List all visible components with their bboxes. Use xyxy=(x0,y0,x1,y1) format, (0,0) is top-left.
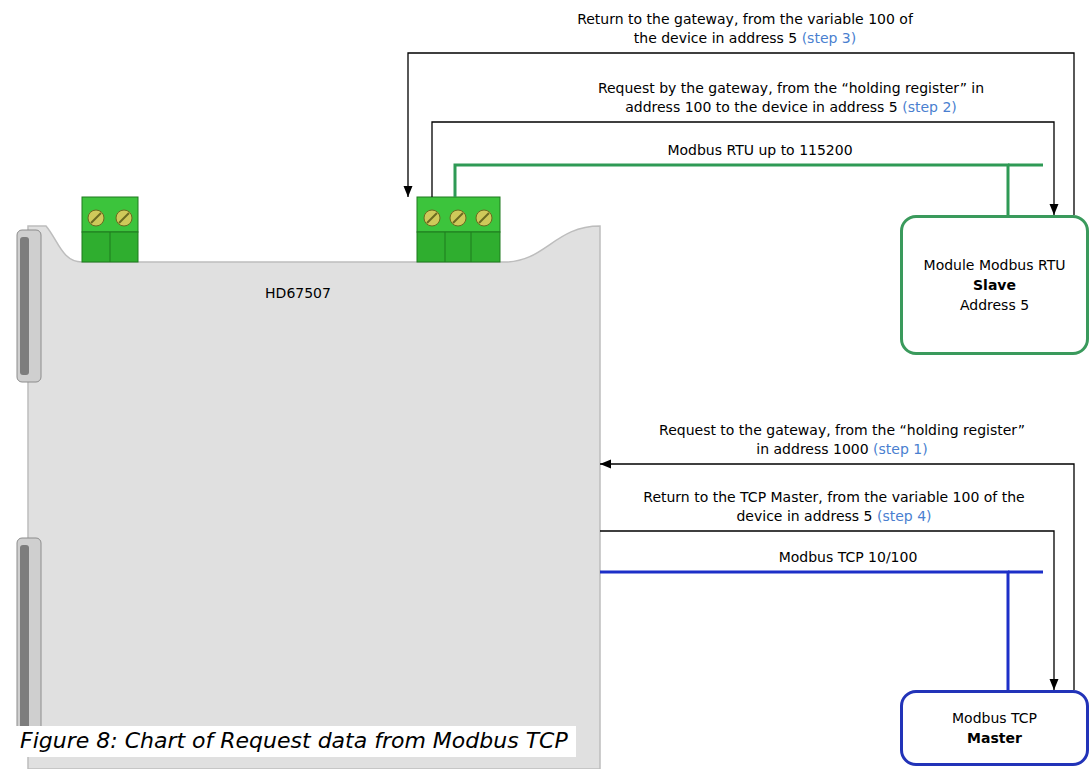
terminal-screw xyxy=(88,210,104,226)
node-text: Master xyxy=(952,728,1037,748)
node-text: Slave xyxy=(924,275,1066,295)
step-tag: (step 1) xyxy=(873,441,928,457)
rail-clip xyxy=(17,230,41,382)
rail-clip xyxy=(17,538,41,742)
screw-slot xyxy=(427,213,437,223)
step-arrow xyxy=(432,122,1054,215)
gateway-housing: HD67507 xyxy=(15,197,600,769)
step-arrow xyxy=(408,53,1074,215)
label-part: Return to the TCP Master, from the varia… xyxy=(643,489,1024,525)
edge-label: Return to the TCP Master, from the varia… xyxy=(617,488,1052,527)
text-group: Modbus TCPMaster xyxy=(952,708,1037,749)
figure-caption: Figure 8: Chart of Request data from Mod… xyxy=(12,726,576,757)
step-arrow xyxy=(600,464,1074,690)
terminal-separator xyxy=(471,232,472,262)
step-tag: (step 4) xyxy=(877,508,932,524)
terminal-block xyxy=(417,197,500,262)
edge-label: Modbus RTU up to 115200 xyxy=(664,141,855,161)
bus-stub xyxy=(1008,164,1043,167)
master-box: Modbus TCPMaster xyxy=(900,690,1089,766)
terminal-base xyxy=(417,232,500,262)
terminal-screw xyxy=(116,210,132,226)
terminal-header xyxy=(417,197,500,232)
edge-label: Modbus TCP 10/100 xyxy=(776,548,921,568)
screw-slot xyxy=(119,213,129,223)
screw-slot xyxy=(453,213,463,223)
terminal-separator xyxy=(110,232,111,262)
step-arrow xyxy=(600,531,1054,690)
edge-label: Request to the gateway, from the “holdin… xyxy=(650,421,1035,460)
bus-stub xyxy=(1008,571,1043,574)
node-text: Address 5 xyxy=(924,295,1066,315)
rtu-bus-line xyxy=(455,165,1008,215)
node-text: Modbus TCP xyxy=(952,708,1037,728)
tcp-bus-line xyxy=(600,572,1008,690)
step-tag: (step 2) xyxy=(902,99,957,115)
step-tag: (step 3) xyxy=(802,30,857,46)
terminal-separator xyxy=(445,232,446,262)
label-part: Request to the gateway, from the “holdin… xyxy=(659,422,1025,458)
text-group: Module Modbus RTUSlaveAddress 5 xyxy=(924,255,1066,316)
edge-label: Request by the gateway, from the “holdin… xyxy=(566,79,1016,118)
node-text: Module Modbus RTU xyxy=(924,255,1066,275)
housing-body xyxy=(28,226,600,769)
screw-slot xyxy=(91,213,101,223)
terminal-screw xyxy=(424,210,440,226)
slave-module-box: Module Modbus RTUSlaveAddress 5 xyxy=(900,215,1089,355)
rail-clip-slot xyxy=(20,545,29,735)
terminal-block xyxy=(82,197,138,262)
edge-label: Return to the gateway, from the variable… xyxy=(561,10,929,49)
label-part: Return to the gateway, from the variable… xyxy=(577,11,913,47)
terminal-header xyxy=(82,197,138,232)
node-text: HD67507 xyxy=(233,283,363,303)
terminal-screw xyxy=(476,210,492,226)
terminal-screw xyxy=(450,210,466,226)
terminal-base xyxy=(82,232,138,262)
text-group: HD67507 xyxy=(233,283,363,303)
screw-slot xyxy=(479,213,489,223)
rail-clip-slot xyxy=(20,237,29,375)
